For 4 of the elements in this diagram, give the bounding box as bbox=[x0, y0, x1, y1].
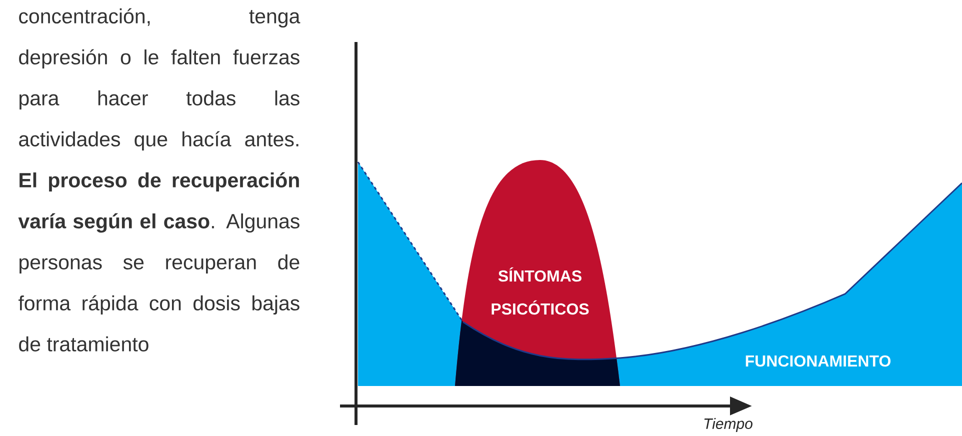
paragraph: concentración, tenga depresión o le falten fuerzas para hacer todas las actividades que hacía antes. El proceso de recuperación varía según el caso. Algunas personas se recuperan de forma rápida con dosis bajas de tratamiento bbox=[18, 8, 300, 352]
chart-label: FUNCIONAMIENTO bbox=[746, 355, 890, 367]
chart-label: SÍNTOMAS PSICÓTICOS bbox=[492, 267, 589, 315]
axis-label: Tiempo bbox=[704, 418, 752, 432]
